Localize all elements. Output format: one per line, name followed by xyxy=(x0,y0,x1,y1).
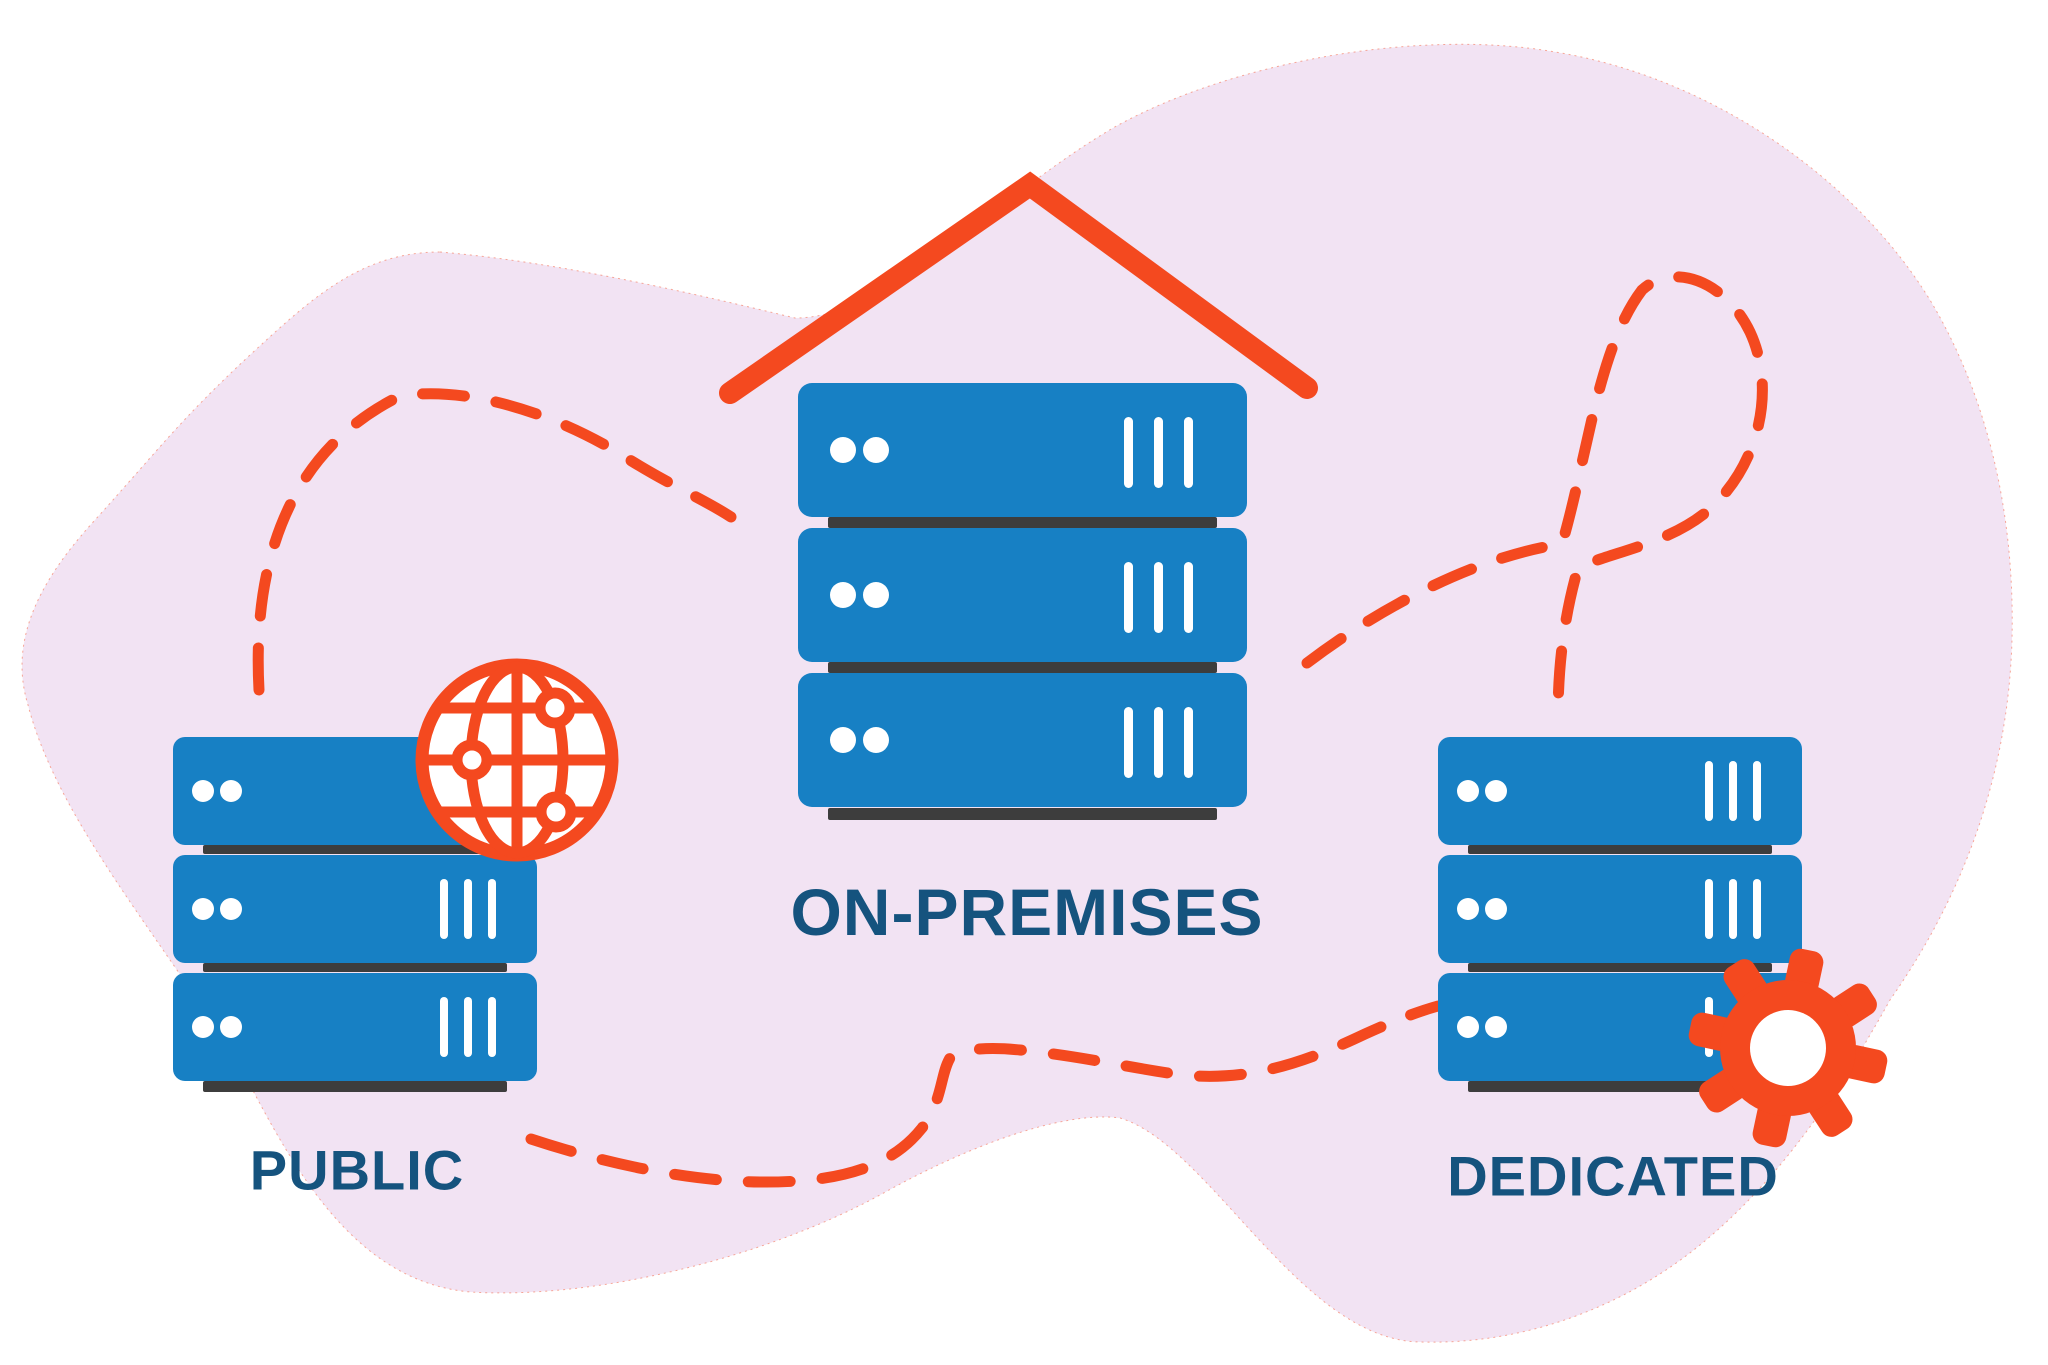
server-base-bar xyxy=(1468,1081,1772,1092)
server-unit xyxy=(798,383,1247,517)
server-shelf-bar xyxy=(203,845,507,854)
server-unit xyxy=(798,528,1247,662)
server-vent-bars xyxy=(440,879,496,1057)
server-stack-on-premises xyxy=(798,383,1247,820)
connector-left-arc-dashed-line xyxy=(252,388,737,696)
roof-icon xyxy=(719,171,1318,404)
server-unit xyxy=(798,673,1247,807)
node-label-public: PUBLIC xyxy=(249,1138,465,1202)
globe-node xyxy=(535,791,577,833)
connector-bottom-wave-dashed-line xyxy=(525,1000,1444,1188)
server-shelf-bar xyxy=(1468,963,1772,972)
server-base-bar xyxy=(828,808,1217,820)
server-status-lights xyxy=(830,437,889,753)
node-label-dedicated: DEDICATED xyxy=(1447,1144,1779,1208)
server-vent-bars xyxy=(1124,417,1193,778)
globe-icon xyxy=(415,658,619,862)
connector-right-loop-dashed-line xyxy=(1301,271,1768,724)
server-base-bar xyxy=(203,1081,507,1092)
server-shelf-bar xyxy=(203,963,507,972)
node-label-on-premises: ON-PREMISES xyxy=(790,875,1264,949)
globe-node xyxy=(534,687,576,729)
server-status-lights xyxy=(1457,780,1507,1038)
globe-node xyxy=(451,739,493,781)
server-shelf-bar xyxy=(828,517,1217,528)
server-status-lights xyxy=(192,780,242,1038)
gear-icon xyxy=(1688,948,1888,1148)
server-shelf-bar xyxy=(828,662,1217,673)
server-shelf-bar xyxy=(1468,845,1772,854)
